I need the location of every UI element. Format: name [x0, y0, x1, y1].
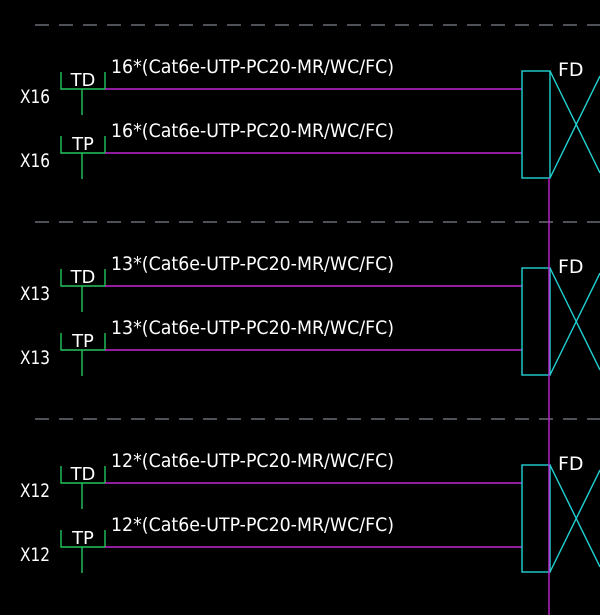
fd-panel-box [521, 464, 551, 573]
outlet-socket-td: TD [60, 267, 106, 312]
socket-bracket [60, 333, 106, 351]
outlet-socket-tp: TP [60, 331, 106, 376]
socket-bracket [60, 530, 106, 548]
cable-spec-label: 12*(Cat6e-UTP-PC20-MR/WC/FC) [111, 514, 394, 536]
fd-cross-line [549, 464, 600, 568]
socket-type-label: TD [70, 70, 96, 91]
cable-spec-label: 16*(Cat6e-UTP-PC20-MR/WC/FC) [111, 120, 394, 142]
socket-bracket [60, 136, 106, 154]
socket-bracket [60, 466, 106, 484]
floor-section-0: X16TD16*(Cat6e-UTP-PC20-MR/WC/FC)X16TP16… [20, 56, 600, 179]
floor-code-label: X13 [20, 283, 50, 305]
fd-panel-box [521, 267, 551, 376]
socket-bracket [60, 269, 106, 287]
cable-spec-label: 13*(Cat6e-UTP-PC20-MR/WC/FC) [111, 317, 394, 339]
fd-label: FD [558, 59, 584, 81]
outlet-socket-tp: TP [60, 528, 106, 573]
floor-code-label: X13 [20, 347, 50, 369]
fd-panel-box [521, 70, 551, 179]
outlet-row: X12 TP 12*(Cat6e-UTP-PC20-MR/WC/FC) [20, 514, 522, 573]
socket-type-label: TP [71, 528, 94, 549]
socket-type-label: TD [70, 464, 96, 485]
socket-type-label: TD [70, 267, 96, 288]
floor-dividers [35, 24, 600, 420]
outlet-socket-td: TD [60, 70, 106, 115]
floor-code-label: X16 [20, 86, 50, 108]
floor-distributor: FD [521, 59, 600, 179]
socket-type-label: TP [71, 134, 94, 155]
fd-cross-line [549, 272, 600, 376]
socket-bracket [60, 72, 106, 90]
outlet-row: X16 TD 16*(Cat6e-UTP-PC20-MR/WC/FC) [20, 56, 522, 115]
cable-spec-label: 13*(Cat6e-UTP-PC20-MR/WC/FC) [111, 253, 394, 275]
outlet-row: X13 TP 13*(Cat6e-UTP-PC20-MR/WC/FC) [20, 317, 522, 376]
outlet-socket-tp: TP [60, 134, 106, 179]
floor-distributor: FD [521, 256, 600, 376]
fd-cross-line [549, 469, 600, 573]
floor-section-2: X12TD12*(Cat6e-UTP-PC20-MR/WC/FC)X12TP12… [20, 450, 600, 573]
cable-spec-label: 16*(Cat6e-UTP-PC20-MR/WC/FC) [111, 56, 394, 78]
fd-cross-line [549, 267, 600, 371]
floor-code-label: X12 [20, 544, 50, 566]
outlet-row: X13 TD 13*(Cat6e-UTP-PC20-MR/WC/FC) [20, 253, 522, 312]
floor-sections: X16TD16*(Cat6e-UTP-PC20-MR/WC/FC)X16TP16… [20, 56, 600, 573]
cable-spec-label: 12*(Cat6e-UTP-PC20-MR/WC/FC) [111, 450, 394, 472]
outlet-row: X16 TP 16*(Cat6e-UTP-PC20-MR/WC/FC) [20, 120, 522, 179]
floor-section-1: X13TD13*(Cat6e-UTP-PC20-MR/WC/FC)X13TP13… [20, 253, 600, 376]
fd-cross-line [549, 75, 600, 179]
floor-code-label: X16 [20, 150, 50, 172]
fd-cross-line [549, 70, 600, 174]
outlet-socket-td: TD [60, 464, 106, 509]
floor-code-label: X12 [20, 480, 50, 502]
floor-distributor: FD [521, 453, 600, 573]
fd-label: FD [558, 256, 584, 278]
fd-label: FD [558, 453, 584, 475]
socket-type-label: TP [71, 331, 94, 352]
outlet-row: X12 TD 12*(Cat6e-UTP-PC20-MR/WC/FC) [20, 450, 522, 509]
